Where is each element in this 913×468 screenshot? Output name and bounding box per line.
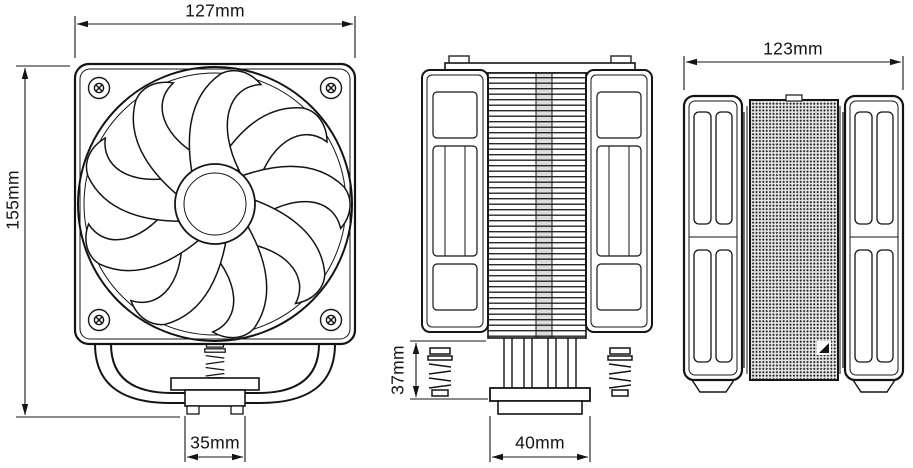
- fan-front-view: [73, 57, 364, 415]
- side-fan-left-slot-middle: [432, 145, 478, 257]
- profile-panel-right-slot: [876, 249, 894, 363]
- profile-panel-right-inner: [849, 100, 899, 376]
- side-fan-right-slot-middle: [596, 145, 642, 257]
- profile-panel-left-slot: [715, 111, 733, 225]
- dim-label-front-height: 155mm: [2, 170, 23, 230]
- spring-screw-right: [607, 347, 633, 397]
- profile-panel-left-slot: [693, 249, 712, 363]
- dim-label-front-mount-width: 35mm: [190, 432, 240, 453]
- dim-label-side-base-height: 37mm: [387, 345, 408, 395]
- mounting-foot-right: [230, 405, 244, 415]
- base-plate: [489, 387, 591, 402]
- dimension-front-width: [74, 16, 356, 58]
- profile-panel-left-slot: [693, 111, 712, 225]
- profile-panel-right-slot: [854, 111, 873, 225]
- base-contact-block: [497, 400, 583, 415]
- profile-panel-left-slot: [715, 249, 733, 363]
- fan-hub-inner: [183, 172, 247, 236]
- fin-stack-center-shadow: [536, 73, 552, 338]
- profile-foot-right: [852, 379, 896, 393]
- heatpipes-vertical: [503, 338, 577, 390]
- side-fan-left-slot-bottom: [432, 263, 478, 311]
- dim-label-profile-width: 123mm: [763, 38, 823, 59]
- brand-logo: [817, 341, 831, 355]
- mesh-top-tab: [785, 94, 803, 102]
- profile-panel-right-slot: [876, 111, 894, 225]
- screw-hole-bottom-right: [319, 308, 343, 332]
- dimension-profile-width: [683, 56, 904, 90]
- mounting-foot-left: [186, 405, 200, 415]
- dimension-side-base-width: [489, 416, 591, 462]
- side-fan-right: [585, 69, 653, 333]
- spring-screw-left: [427, 347, 453, 397]
- fan-hub: [174, 163, 256, 245]
- fin-stack: [487, 72, 587, 339]
- mounting-plate: [170, 377, 260, 391]
- profile-panel-left-inner: [688, 100, 738, 376]
- dim-label-side-base-width: 40mm: [515, 432, 565, 453]
- heatsink-mesh: [749, 99, 839, 381]
- dim-label-front-width: 127mm: [185, 0, 245, 21]
- side-fan-left-slot-top: [432, 91, 478, 139]
- screw-hole-bottom-left: [87, 308, 111, 332]
- profile-panel-left: [682, 94, 744, 382]
- fan-rim-outer: [77, 66, 353, 342]
- side-fan-right-slot-top: [596, 91, 642, 139]
- cooler-profile-view: [682, 94, 905, 393]
- screw-hole-top-left: [87, 76, 111, 100]
- dimension-front-mount-width: [184, 416, 246, 462]
- screw-hole-top-right: [319, 76, 343, 100]
- dimension-front-height: [16, 65, 180, 418]
- mounting-block: [184, 389, 246, 407]
- side-fan-right-slot-bottom: [596, 263, 642, 311]
- spring-screw-front: [204, 341, 226, 384]
- profile-foot-left: [691, 379, 735, 393]
- profile-panel-right-slot: [854, 249, 873, 363]
- dimension-side-base-height: [410, 340, 488, 400]
- side-fan-left: [421, 69, 489, 333]
- side-fan-right-inner: [590, 74, 648, 328]
- side-fan-left-inner: [426, 74, 484, 328]
- profile-panel-right: [843, 94, 905, 382]
- heatsink-side-view: [421, 55, 653, 415]
